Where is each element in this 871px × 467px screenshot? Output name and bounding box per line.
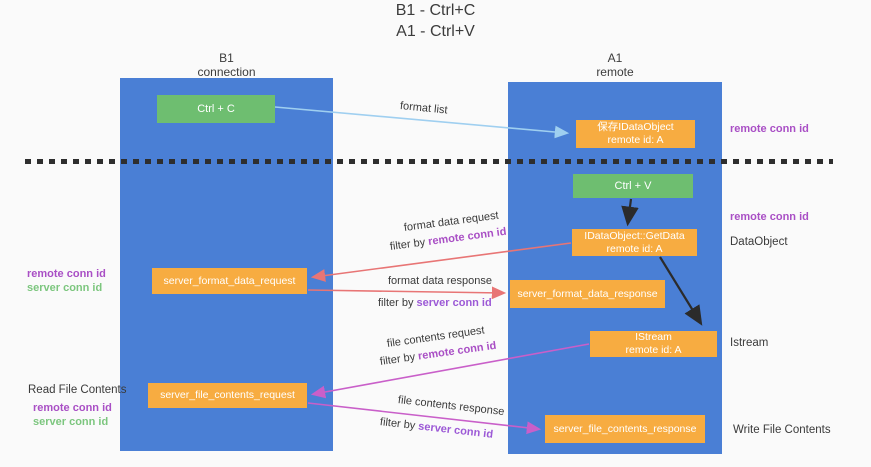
remote-conn-id-note-top: remote conn id bbox=[730, 123, 809, 135]
filter-server-conn-id-4: server conn id bbox=[417, 420, 494, 441]
server-conn-id-note-left2: server conn id bbox=[33, 416, 109, 428]
lifeline-header-a1: A1 remote bbox=[508, 51, 722, 79]
filter-by-text-2: filter by bbox=[378, 297, 417, 309]
ctrl-c-box: Ctrl + C bbox=[157, 95, 275, 123]
title-line-1: B1 - Ctrl+C bbox=[395, 2, 476, 19]
dashed-separator-line bbox=[25, 159, 833, 164]
server-file-contents-response-box: server_file_contents_response bbox=[545, 415, 705, 443]
filter-server-conn-id-2: server conn id bbox=[416, 297, 492, 309]
server-format-data-response-label: server_format_data_response bbox=[517, 287, 658, 300]
filter-by-text-3: filter by bbox=[379, 350, 419, 368]
lifeline-b1-name: B1 bbox=[219, 51, 234, 65]
format-data-response-arrow bbox=[307, 286, 507, 300]
remote-conn-id-note-mid: remote conn id bbox=[730, 211, 809, 223]
format-data-response-label: format data response bbox=[388, 275, 492, 287]
server-file-contents-request-box: server_file_contents_request bbox=[148, 383, 307, 408]
lifeline-a1-name: A1 bbox=[607, 51, 623, 65]
dataobject-note: DataObject bbox=[730, 236, 788, 248]
server-format-data-response-box: server_format_data_response bbox=[510, 280, 665, 308]
diagram-title: B1 - Ctrl+C A1 - Ctrl+V bbox=[0, 0, 871, 42]
server-format-data-request-label: server_format_data_request bbox=[163, 274, 296, 287]
file-contents-response-label: file contents response bbox=[397, 394, 506, 419]
file-contents-response-filter-label: filter by server conn id bbox=[379, 416, 493, 441]
lifeline-b1-type: connection bbox=[197, 65, 256, 79]
ctrl-v-label: Ctrl + V bbox=[614, 179, 652, 192]
read-file-contents-note: Read File Contents bbox=[28, 384, 127, 396]
idataobject-getdata-line1: IDataObject::GetData bbox=[584, 229, 685, 242]
remote-conn-id-note-left2: remote conn id bbox=[33, 402, 112, 414]
write-file-contents-note: Write File Contents bbox=[733, 424, 831, 436]
server-conn-id-note-left1: server conn id bbox=[27, 282, 103, 294]
ctrl-v-box: Ctrl + V bbox=[573, 174, 693, 198]
lifeline-header-b1: B1 connection bbox=[120, 51, 333, 79]
istream-line1: IStream bbox=[635, 331, 672, 343]
server-format-data-request-box: server_format_data_request bbox=[152, 268, 307, 294]
server-file-contents-response-label: server_file_contents_response bbox=[553, 422, 697, 435]
ctrl-c-label: Ctrl + C bbox=[197, 102, 235, 115]
filter-by-text-4: filter by bbox=[379, 416, 419, 433]
istream-note: Istream bbox=[730, 337, 769, 349]
istream-line2: remote id: A bbox=[625, 344, 682, 356]
title-line-2: A1 - Ctrl+V bbox=[396, 23, 475, 40]
server-file-contents-request-label: server_file_contents_request bbox=[160, 389, 295, 401]
istream-box: IStream remote id: A bbox=[590, 331, 717, 357]
idataobject-getdata-box: IDataObject::GetData remote id: A bbox=[572, 229, 697, 256]
filter-by-text-1: filter by bbox=[389, 236, 429, 253]
save-idataobject-line1: 保存IDataObject bbox=[597, 121, 674, 133]
save-idataobject-line2: remote id: A bbox=[607, 134, 664, 146]
format-list-label: format list bbox=[399, 100, 449, 117]
lifeline-a1-type: remote bbox=[596, 65, 634, 79]
format-data-response-filter-label: filter by server conn id bbox=[378, 297, 492, 309]
remote-conn-id-note-left1: remote conn id bbox=[27, 268, 106, 280]
idataobject-getdata-line2: remote id: A bbox=[606, 242, 663, 255]
save-idataobject-box: 保存IDataObject remote id: A bbox=[576, 120, 695, 148]
